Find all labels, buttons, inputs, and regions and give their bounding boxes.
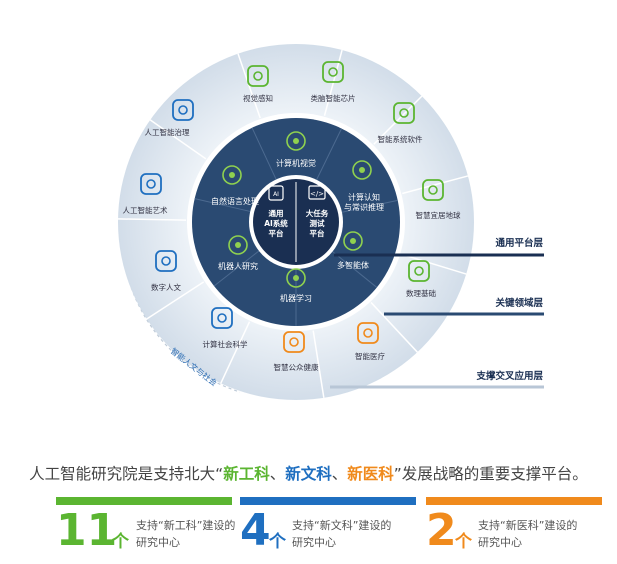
outer-ring-label: 智慧公众健康 <box>274 362 319 372</box>
stat-bar <box>56 497 232 505</box>
domain-icon <box>283 331 305 353</box>
outer-divider <box>146 281 205 320</box>
stat-bar <box>240 497 416 505</box>
domain-icon <box>286 131 306 151</box>
middle-ring-label: 自然语言处理 <box>211 196 259 206</box>
outer-ring-label: 智能系统软件 <box>378 134 423 144</box>
outer-ring-label: 智慧宜居地球 <box>416 210 461 220</box>
outer-divider <box>323 49 343 116</box>
stat-description: 支持“新文科”建设的研究中心 <box>292 519 392 549</box>
stat-new-liberal-arts: 4 个 支持“新文科”建设的研究中心 <box>240 497 416 557</box>
stat-new-medicine: 2 个 支持“新医科”建设的研究中心 <box>426 497 602 557</box>
headline: 人工智能研究院是支持北大“新工科、新文科、新医科”发展战略的重要支撑平台。 <box>29 465 588 483</box>
layer-key-domain: 关键领域层 <box>384 297 544 316</box>
stat-number: 11 <box>56 505 118 556</box>
domain-icon <box>140 173 162 195</box>
middle-ring-label: 计算机视觉 <box>276 158 316 168</box>
outer-ring-label: 人工智能艺术 <box>123 205 168 215</box>
center-text: 测试 <box>310 218 325 228</box>
outer-ring-label: 数理基础 <box>406 288 436 298</box>
middle-divider <box>194 198 251 212</box>
layer-support-application: 支撑交叉应用层 <box>330 370 544 389</box>
domain-icon <box>222 165 242 185</box>
domain-icon <box>343 231 363 251</box>
stat-bar <box>426 497 602 505</box>
middle-divider <box>213 250 260 287</box>
outer-divider <box>118 218 187 221</box>
domain-icon <box>211 307 233 329</box>
outer-divider <box>312 330 325 398</box>
stat-unit: 个 <box>269 532 286 552</box>
outer-divider <box>370 301 418 353</box>
middle-divider <box>341 199 398 213</box>
domain-icon <box>155 250 177 272</box>
layer-general-platform: 通用平台层 <box>334 237 544 257</box>
layer-label: 支撑交叉应用层 <box>475 370 543 382</box>
domain-icon <box>172 99 194 121</box>
middle-divider <box>316 128 343 180</box>
outer-ring-label: 类脑智能芯片 <box>311 93 356 103</box>
stat-description: 支持“新医科”建设的研究中心 <box>478 519 578 549</box>
outer-ring-label: 计算社会科学 <box>203 339 248 349</box>
stat-number: 4 <box>240 505 271 556</box>
outer-ring-label: 数字人文 <box>151 282 181 292</box>
outer-divider <box>220 321 251 384</box>
center-text: 大任务 <box>306 208 329 218</box>
domain-icon <box>357 322 379 344</box>
stat-number: 2 <box>426 505 457 556</box>
center-text: 平台 <box>310 228 325 238</box>
center-text: 通用 <box>269 208 284 218</box>
outer-divider <box>400 253 467 275</box>
outer-ring-label: 视觉感知 <box>243 93 273 103</box>
layer-label: 通用平台层 <box>495 237 543 249</box>
middle-ring-label: 机器学习 <box>280 293 312 303</box>
domain-icon <box>393 102 415 124</box>
outer-divider <box>149 119 207 160</box>
stat-new-engineering: 11 个 支持“新工科”建设的研究中心 <box>56 497 236 557</box>
center-text: AI系统 <box>264 218 288 228</box>
domain-icon <box>228 235 248 255</box>
stat-unit: 个 <box>455 532 472 552</box>
domain-icon <box>408 260 430 282</box>
middle-ring-label: 计算认知 <box>348 192 380 202</box>
stat-unit: 个 <box>112 532 129 552</box>
middle-divider <box>251 127 277 180</box>
svg-text:</>: </> <box>310 190 324 198</box>
middle-ring-label: 机器人研究 <box>218 261 258 271</box>
middle-ring-label: 多智能体 <box>337 260 369 270</box>
outer-divider <box>402 175 469 195</box>
center-text: 平台 <box>269 228 284 238</box>
middle-ring-label: 与常识推理 <box>344 202 384 212</box>
ai-chip-icon: AI <box>268 185 284 201</box>
outer-ring-label: 人工智能治理 <box>145 127 190 137</box>
domain-icon <box>422 179 444 201</box>
layer-label: 关键领域层 <box>495 297 543 309</box>
outer-ring-label: 智能医疗 <box>355 351 385 361</box>
svg-text:AI: AI <box>273 191 279 198</box>
code-icon: </> <box>308 185 326 200</box>
stat-description: 支持“新工科”建设的研究中心 <box>136 519 236 549</box>
domain-icon <box>247 65 269 87</box>
outer-divider <box>237 53 261 119</box>
middle-divider <box>332 251 378 288</box>
domain-icon <box>322 61 344 83</box>
outer-divider <box>373 95 423 145</box>
domain-icon <box>352 160 372 180</box>
domain-icon <box>286 268 306 288</box>
